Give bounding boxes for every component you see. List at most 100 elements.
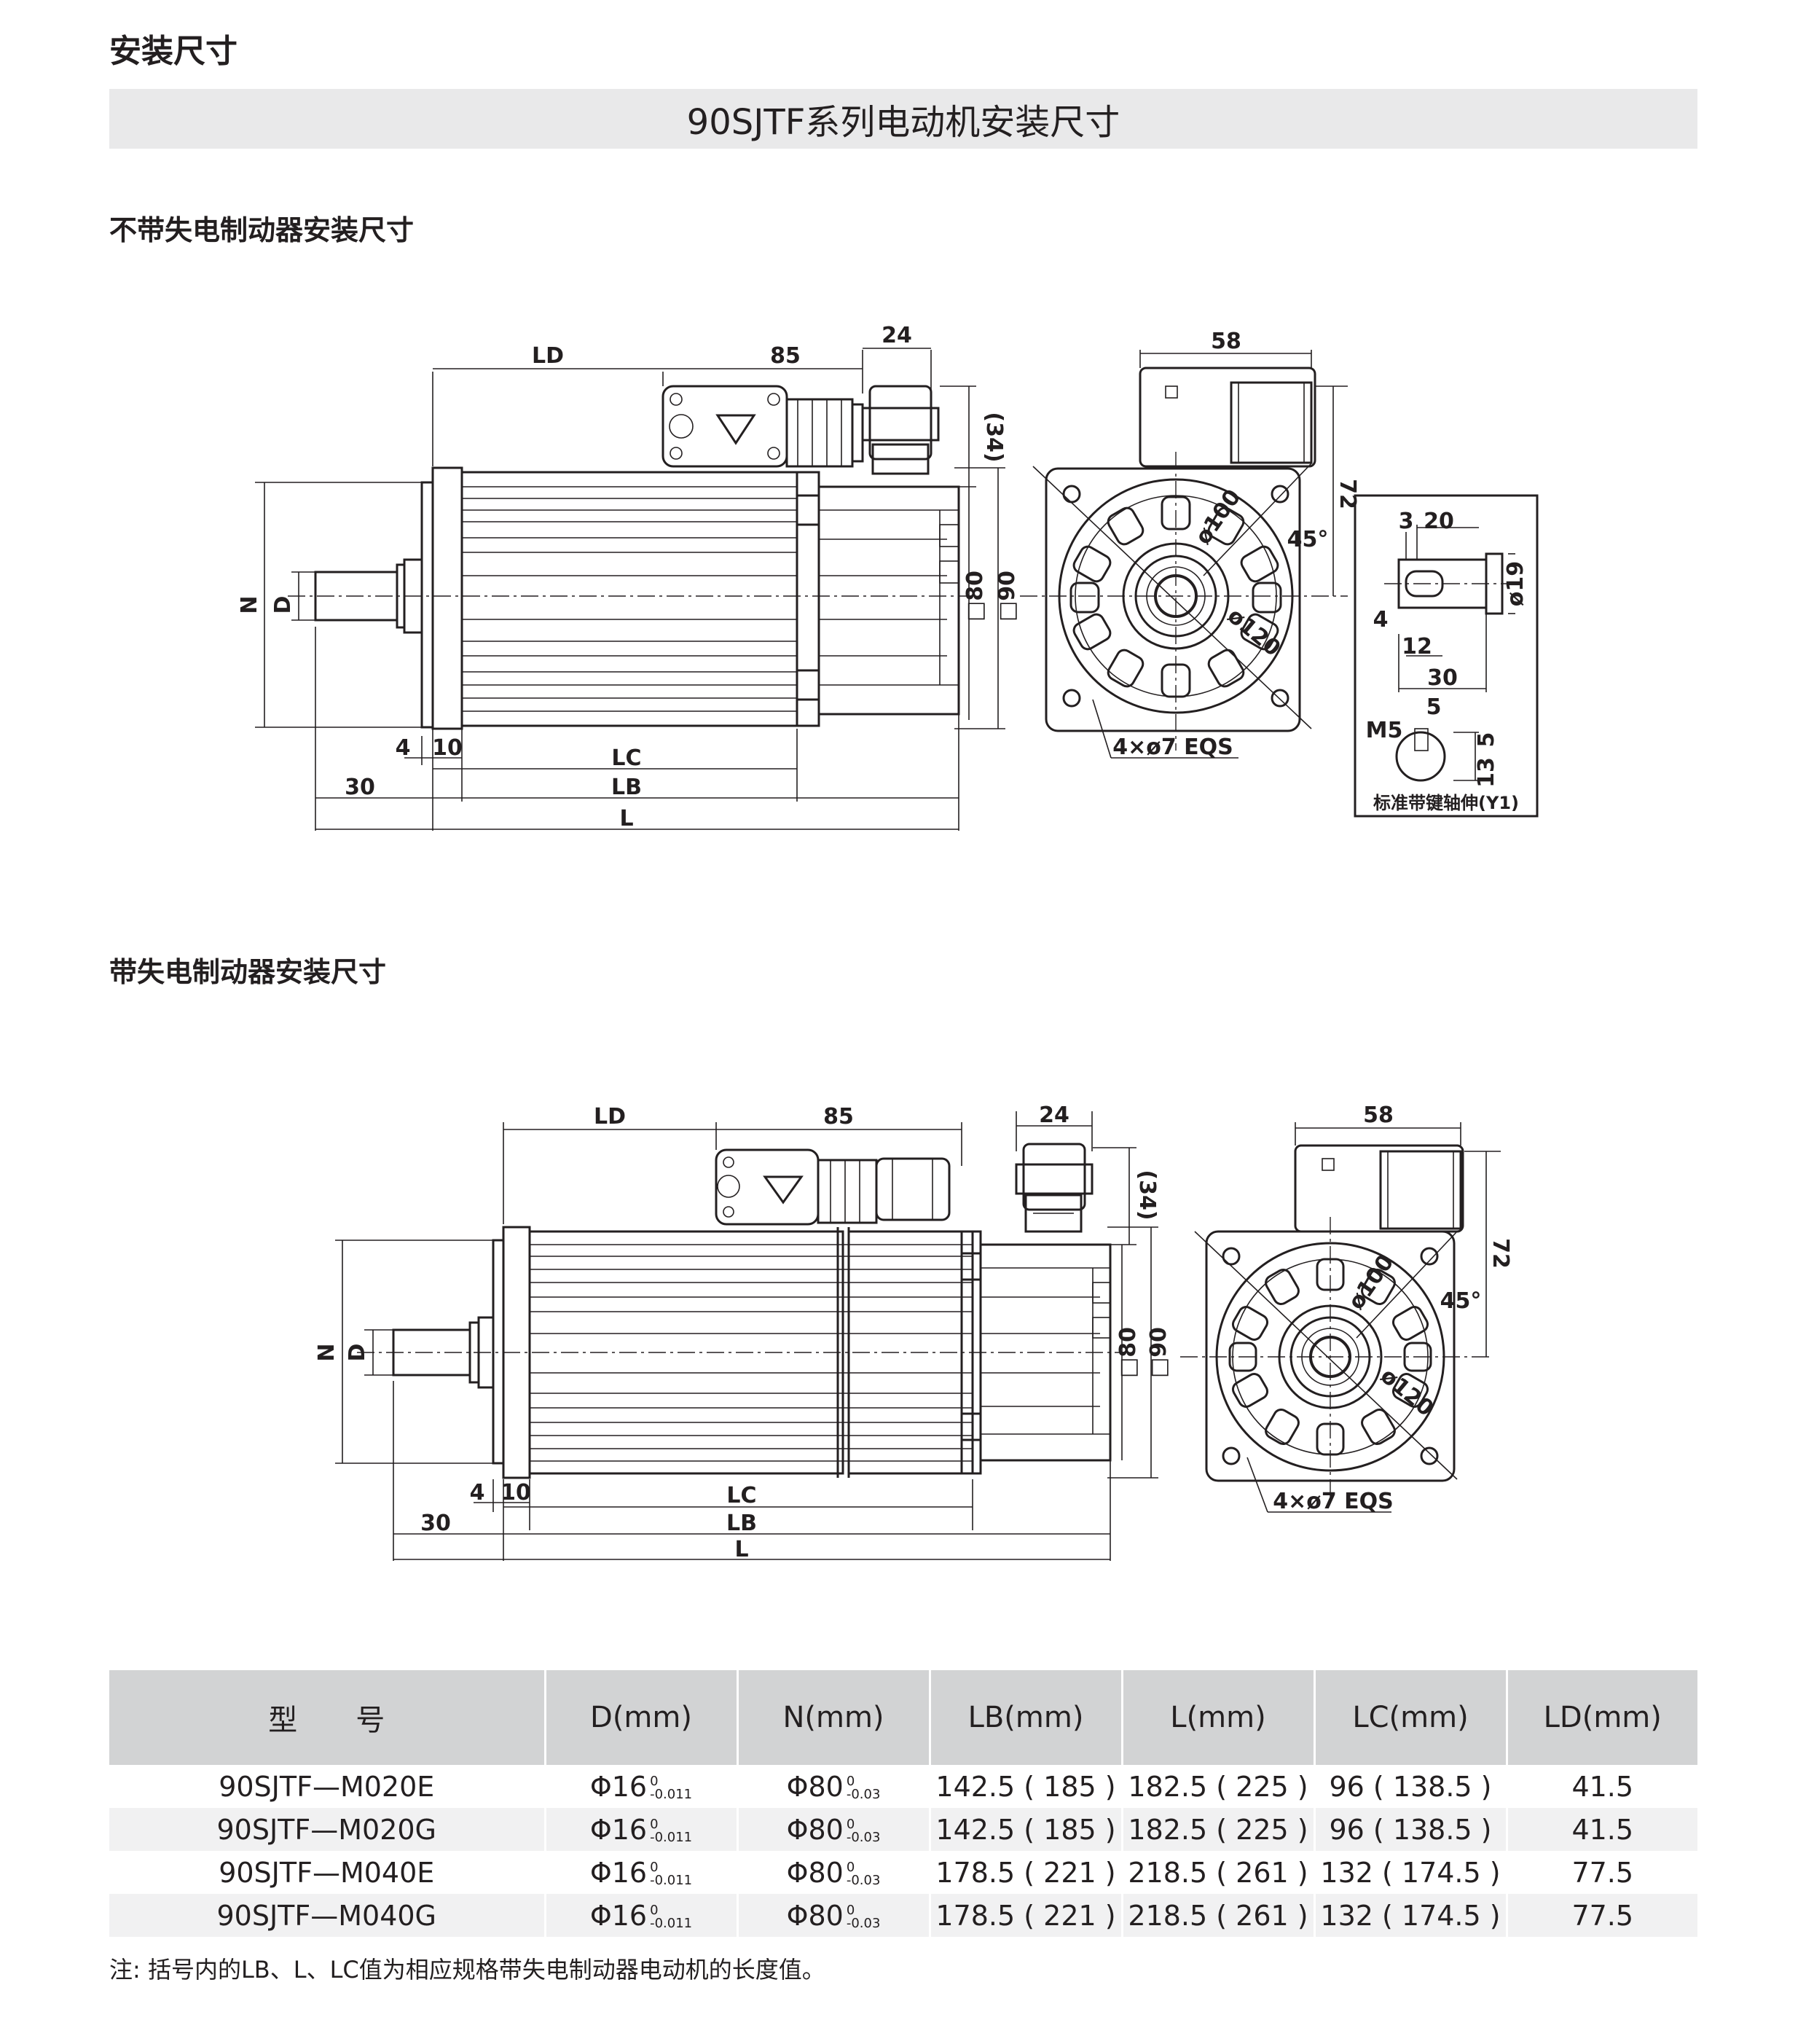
key-dim-M5: M5 [1366,718,1403,743]
flange [420,481,434,729]
mounting-holes [1222,1247,1439,1465]
cell-lb: 142.5 ( 185 ) [930,1808,1123,1851]
cell-lc: 96 ( 138.5 ) [1314,1808,1508,1851]
header-model: 型 号 [109,1670,546,1765]
drawing-without-brake: LD 85 24 (34) N D □80 □90 4 10 30 LC LB … [237,323,1539,831]
power-connector [715,1148,951,1226]
cell-lc: 96 ( 138.5 ) [1314,1765,1508,1808]
cell-lb: 178.5 ( 221 ) [930,1851,1123,1894]
side-view: LD 85 24 (34) N D □80 □90 4 10 30 LC LB … [237,323,1020,831]
dim-24: 24 [882,323,912,348]
key-section [1395,731,1446,782]
key-dim-13: 13 [1474,757,1499,788]
dim-24: 24 [1039,1103,1069,1128]
dim-58: 58 [1363,1103,1394,1128]
header-ld: LD(mm) [1507,1670,1697,1765]
motor-housing [528,1230,844,1475]
cell-ld: 77.5 [1507,1894,1697,1937]
cell-ld: 77.5 [1571,1856,1634,1889]
dim-sq90: □90 [1146,1327,1171,1378]
cell-model: 90SJTF—M020G [109,1808,546,1851]
cell-ld: 41.5 [1571,1770,1634,1803]
dim-L: L [619,806,633,831]
cell-l: 218.5 ( 261 ) [1122,1851,1316,1894]
dim-sq80: □80 [1115,1327,1141,1378]
key-dim-4: 4 [1373,607,1389,633]
section-title: 安装尺寸 [109,33,237,70]
dim-58: 58 [1211,329,1241,354]
cell-model: 90SJTF—M020E [109,1765,546,1808]
dim-4: 4 [396,735,411,761]
dim-LB: LB [726,1511,757,1536]
key-dim-12: 12 [1402,634,1432,659]
without-brake-title: 不带失电制动器安装尺寸 [109,214,415,246]
key-dim-30: 30 [1427,665,1458,691]
header-n: N(mm) [737,1670,931,1765]
encoder-housing [817,485,960,716]
dim-phi100: ø100 [1343,1250,1399,1314]
dim-holes: 4×ø7 EQS [1273,1489,1394,1514]
dim-85: 85 [770,343,801,369]
header-lb: LB(mm) [930,1670,1123,1765]
cell-lc: 132 ( 174.5 ) [1314,1851,1508,1894]
banner-title: 90SJTF系列电动机安装尺寸 [686,102,1120,143]
flange [492,1239,505,1465]
dim-holes: 4×ø7 EQS [1112,735,1233,760]
dim-sq80: □80 [962,571,988,622]
dim-30: 30 [420,1511,451,1536]
connector-box [1139,367,1316,468]
footnote: 注: 括号内的LB、L、LC值为相应规格带失电制动器电动机的长度值。 [109,1956,825,1984]
key-dim-3: 3 [1399,509,1414,534]
front-view: 58 72 ø100 45° ø120 4×ø7 EQS [1020,329,1360,760]
cell-l: 182.5 ( 225 ) [1122,1765,1316,1808]
dim-85: 85 [823,1104,854,1129]
dim-45deg: 45° [1440,1288,1482,1314]
dim-30: 30 [345,775,375,800]
table-header: 型 号 D(mm) N(mm) LB(mm) L(mm) LC(mm) LD(m… [109,1670,1697,1765]
cell-lb: 178.5 ( 221 ) [930,1894,1123,1937]
dim-LD: LD [532,343,564,369]
key-dim-5b: 5 [1474,732,1499,748]
power-connector [661,385,864,468]
key-dim-5a: 5 [1426,694,1442,720]
key-detail: 3 20 4 12 30 ø19 5 M5 5 13 标准带键轴伸(Y1) [1354,494,1539,818]
dim-LB: LB [611,775,642,800]
dim-10: 10 [432,735,463,761]
flange-square [1045,467,1301,732]
dim-34: (34) [981,412,1007,462]
key-dim-20: 20 [1424,509,1454,534]
side-view-brake: LD 85 24 (34) N D □80 □90 4 10 30 LC LB … [314,1103,1171,1562]
dim-D: D [345,1344,370,1362]
encoder-connector [861,385,940,475]
dim-10: 10 [500,1480,531,1505]
dim-4: 4 [470,1480,485,1505]
dim-72: 72 [1488,1238,1513,1269]
cell-ld: 41.5 [1507,1808,1697,1851]
dim-72: 72 [1335,479,1360,509]
cell-model: 90SJTF—M040E [109,1851,546,1894]
front-view-brake: 58 72 ø100 45° ø120 4×ø7 EQS [1180,1103,1513,1514]
dim-45deg: 45° [1287,527,1329,552]
dim-LC: LC [726,1483,756,1508]
drawing-with-brake: LD 85 24 (34) N D □80 □90 4 10 30 LC LB … [314,1103,1513,1562]
connector-box [1294,1144,1464,1233]
dim-LC: LC [611,745,641,771]
key-caption: 标准带键轴伸(Y1) [1373,793,1519,813]
key-detail-frame [1354,494,1539,818]
dim-sq90: □90 [994,571,1020,622]
cell-lc: 132 ( 174.5 ) [1314,1894,1508,1937]
dimension-table: 型 号 D(mm) N(mm) LB(mm) L(mm) LC(mm) LD(m… [109,1670,1697,1937]
dim-L: L [734,1537,748,1562]
header-lc: LC(mm) [1314,1670,1508,1765]
